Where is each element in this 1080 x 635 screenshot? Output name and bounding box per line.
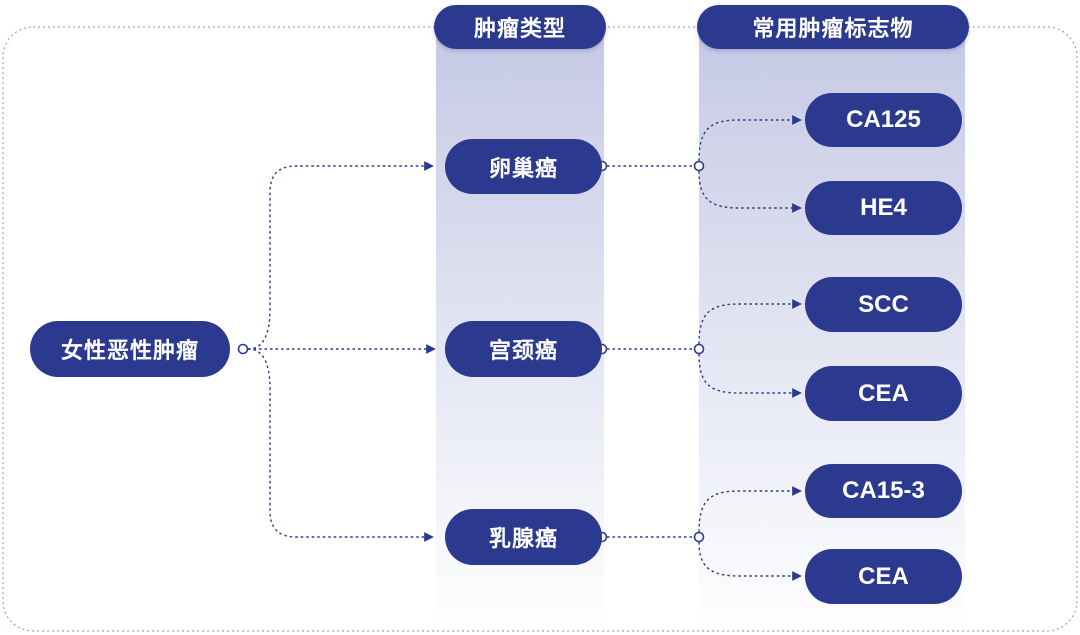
root-connector-dot <box>237 343 249 355</box>
connector-junction-to-marker <box>698 170 802 213</box>
header-tumor-type: 肿瘤类型 <box>434 5 606 49</box>
connector-junction-to-marker <box>698 541 802 581</box>
tumor-type-node: 卵巢癌 <box>445 139 602 194</box>
marker-node: HE4 <box>805 181 962 235</box>
connector-root-to-type <box>247 161 434 350</box>
tumor-type-node: 宫颈癌 <box>445 321 602 377</box>
marker-node: SCC <box>805 277 962 332</box>
connector-junction-to-marker <box>698 353 802 398</box>
connector-junction-to-marker <box>698 115 802 162</box>
connector-junction-to-marker <box>698 486 802 533</box>
header-markers: 常用肿瘤标志物 <box>697 5 969 49</box>
marker-node: CEA <box>805 366 962 421</box>
marker-node: CA15-3 <box>805 464 962 518</box>
connector-root-to-type <box>247 348 434 542</box>
tumor-type-node: 乳腺癌 <box>445 509 602 565</box>
marker-node: CA125 <box>805 93 962 147</box>
junction-connector-dot <box>693 531 705 543</box>
connector-junction-to-marker <box>698 299 802 345</box>
junction-connector-dot <box>693 343 705 355</box>
junction-connector-dot <box>693 160 705 172</box>
root-node: 女性恶性肿瘤 <box>30 321 230 377</box>
marker-node: CEA <box>805 549 962 604</box>
